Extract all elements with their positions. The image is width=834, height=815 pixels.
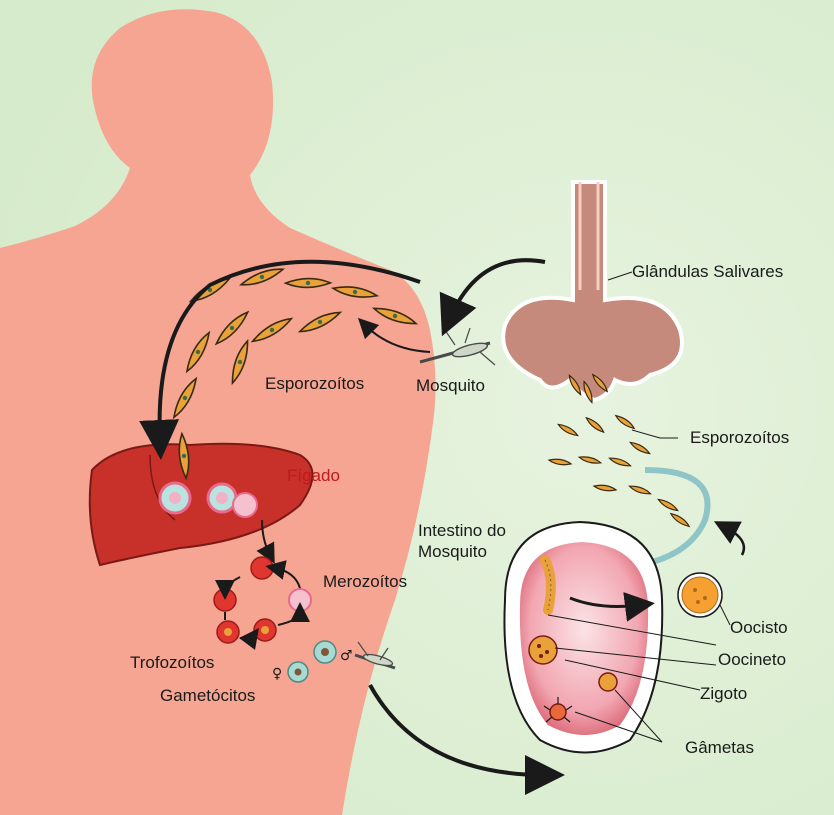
label-mosquito: Mosquito (416, 376, 485, 396)
label-trophozoites: Trofozoítos (130, 653, 214, 673)
label-merozoites: Merozoítos (323, 572, 407, 592)
svg-text:♀: ♀ (272, 666, 282, 682)
label-zygote: Zigoto (700, 684, 747, 704)
label-salivary-glands: Glândulas Salivares (632, 262, 783, 282)
label-gametocytes: Gametócitos (160, 686, 255, 706)
mosquito-gut (504, 522, 662, 753)
label-gametes: Gâmetas (685, 738, 754, 758)
label-sporozoites-mosquito: Esporozoítos (690, 428, 789, 448)
label-ookinete: Oocineto (718, 650, 786, 670)
label-oocyst: Oocisto (730, 618, 788, 638)
label-mosquito-gut-line1: Intestino do (418, 521, 506, 541)
label-liver: Fígado (287, 466, 340, 486)
label-mosquito-gut-line2: Mosquito (418, 542, 487, 562)
label-sporozoites-human: Esporozoítos (265, 374, 364, 394)
svg-text:♂: ♂ (340, 648, 353, 664)
